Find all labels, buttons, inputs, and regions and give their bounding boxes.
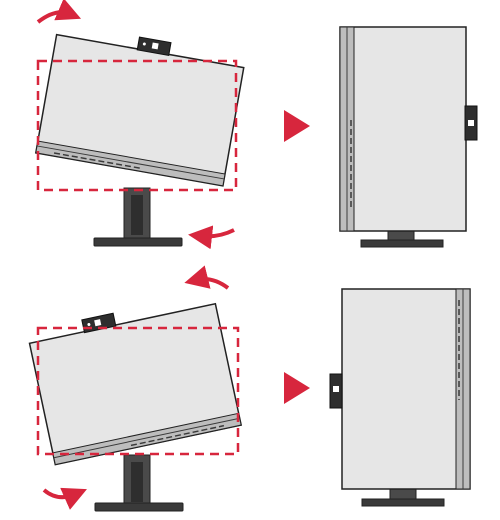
top-tilted-monitor: [34, 33, 245, 187]
webcam-icon: [329, 373, 343, 409]
rotate-arrow-icon: [188, 225, 235, 250]
rotate-arrow-icon: [36, 0, 82, 24]
bottom-dashed-frame: [36, 326, 240, 456]
right-triangle-arrow-icon: [284, 110, 310, 142]
top-stand: [93, 187, 183, 247]
bottom-stand: [94, 454, 184, 512]
top-panel: [34, 0, 478, 250]
bottom-panel: [28, 265, 471, 512]
right-triangle-arrow-icon: [284, 372, 310, 404]
top-portrait-monitor: [339, 26, 478, 248]
webcam-icon: [136, 36, 172, 57]
rotate-arrow-icon: [42, 487, 87, 510]
webcam-icon: [464, 105, 478, 141]
bottom-tilted-monitor: [28, 302, 243, 466]
top-dashed-frame: [36, 59, 238, 192]
rotate-arrow-icon: [184, 265, 230, 290]
bottom-portrait-monitor: [329, 288, 471, 507]
